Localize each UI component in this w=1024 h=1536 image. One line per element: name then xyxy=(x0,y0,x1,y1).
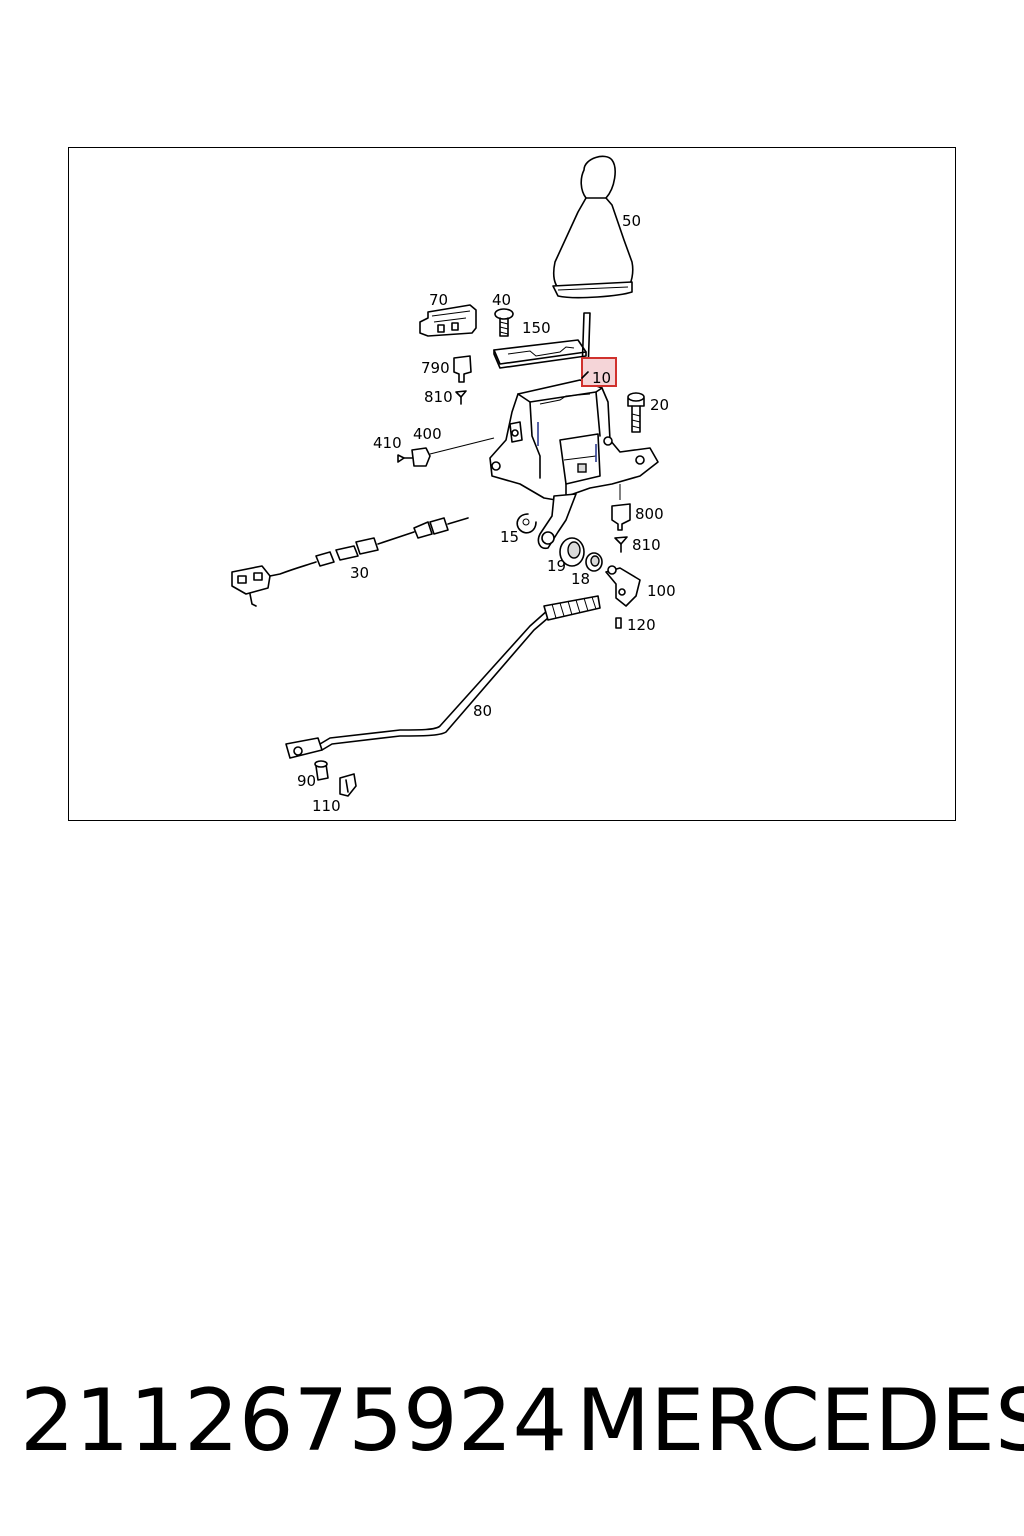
label-810-left: 810 xyxy=(424,388,453,406)
clip-810-part xyxy=(455,390,467,405)
label-20: 20 xyxy=(650,396,669,414)
label-410: 410 xyxy=(373,434,402,452)
screw-part xyxy=(494,308,514,337)
part-number: 2112675924 xyxy=(20,1371,568,1471)
label-40: 40 xyxy=(492,291,511,309)
bolt-part xyxy=(627,392,645,433)
label-120: 120 xyxy=(627,616,656,634)
bottom-caption: 2112675924 MERCEDES xyxy=(0,1366,1024,1476)
label-400: 400 xyxy=(413,425,442,443)
pin-120-part xyxy=(615,617,622,629)
brand-name: MERCEDES xyxy=(576,1371,1024,1471)
lever-tip-over-highlight xyxy=(581,371,589,379)
diagram-frame xyxy=(68,147,956,821)
label-790: 790 xyxy=(421,359,450,377)
label-810-right: 810 xyxy=(632,536,661,554)
label-30: 30 xyxy=(350,564,369,582)
label-150: 150 xyxy=(522,319,551,337)
switch-part xyxy=(419,304,477,337)
gate-plate-part xyxy=(493,339,587,369)
retainer-800-part xyxy=(611,484,631,531)
label-15: 15 xyxy=(500,528,519,546)
retainer-790-part xyxy=(453,355,472,383)
clip-110-part xyxy=(339,773,357,797)
bushing-90-part xyxy=(314,760,329,781)
sensor-400-410-part xyxy=(397,437,495,467)
bushing-19-part xyxy=(559,537,585,567)
label-100: 100 xyxy=(647,582,676,600)
circlip-part xyxy=(516,513,537,534)
label-110: 110 xyxy=(312,797,341,815)
label-70: 70 xyxy=(429,291,448,309)
label-50: 50 xyxy=(622,212,641,230)
label-19: 19 xyxy=(547,557,566,575)
shifter-housing-part xyxy=(489,312,659,550)
bushing-18-part xyxy=(585,552,603,572)
cable-30-part xyxy=(231,517,469,607)
label-10: 10 xyxy=(592,369,611,387)
label-90: 90 xyxy=(297,772,316,790)
bracket-100-part xyxy=(605,565,641,607)
clip-810b-part xyxy=(614,536,628,553)
parts-diagram: 50 70 40 150 790 10 810 20 410 400 800 1… xyxy=(231,155,676,815)
shift-boot-part xyxy=(552,155,634,299)
label-800: 800 xyxy=(635,505,664,523)
label-80: 80 xyxy=(473,702,492,720)
shift-rod-part xyxy=(285,595,601,759)
label-18: 18 xyxy=(571,570,590,588)
